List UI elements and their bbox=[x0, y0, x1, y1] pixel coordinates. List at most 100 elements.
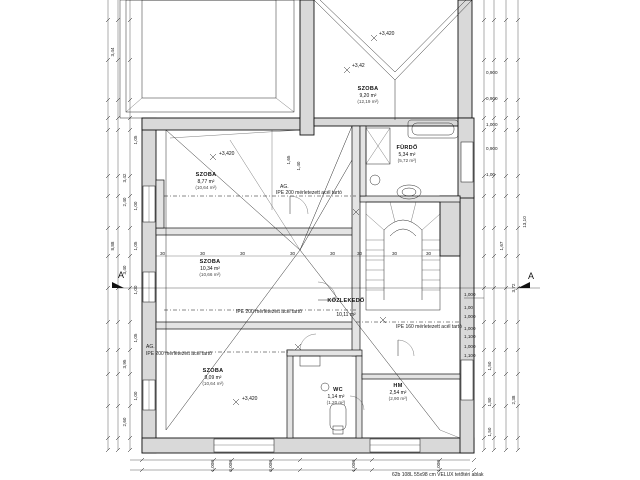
elevation-label: +3,420 bbox=[379, 31, 395, 37]
dimension-tick bbox=[481, 371, 487, 377]
dimension-tick bbox=[503, 253, 509, 259]
dimension-tick bbox=[491, 225, 497, 231]
note-beam-1: IPE 200 mérletezett acél tartó bbox=[276, 190, 342, 196]
dimension-tick bbox=[127, 435, 133, 441]
dim-right-outer: 1,50 bbox=[487, 361, 492, 370]
dim-inner: 30 bbox=[290, 251, 296, 256]
dim-left-inner: 1,00 bbox=[133, 285, 138, 294]
dimension-tick bbox=[503, 115, 509, 121]
roof-void bbox=[119, 0, 301, 119]
dimension-tick bbox=[503, 435, 509, 441]
dim-right: 0,900 bbox=[486, 146, 498, 151]
dimension-tick bbox=[115, 403, 121, 409]
dimension-tick bbox=[115, 435, 121, 441]
dimension-tick bbox=[503, 319, 509, 325]
dim-bottom: 1,000 bbox=[436, 460, 441, 472]
wall-top-block-right bbox=[457, 0, 473, 119]
room-labels: SZOBA 9,20 m² (12,19 m²) SZOBA 8,77 m² (… bbox=[195, 86, 417, 405]
dimension-tick bbox=[211, 467, 217, 473]
dimension-tick bbox=[105, 115, 111, 121]
dim-inner: 1,65 bbox=[286, 155, 291, 164]
wall-top-block-left bbox=[299, 0, 315, 136]
outer-walls bbox=[141, 0, 475, 454]
dim-bottom: 3,000 bbox=[268, 460, 273, 472]
room-furdo-name: FÜRDŐ bbox=[396, 144, 417, 151]
dimension-tick bbox=[515, 225, 521, 231]
room-hm-name: HM bbox=[393, 383, 402, 389]
dimension-tick bbox=[481, 403, 487, 409]
wall-inner-vertical bbox=[351, 125, 361, 357]
note-window: 62b 108L 55x98 cm VELUX tetőtéri ablak bbox=[392, 472, 484, 478]
room-kozlekedo-name: KÖZLEKEDŐ bbox=[327, 297, 365, 304]
dimension-tick bbox=[127, 347, 133, 353]
elevation-marker bbox=[294, 343, 302, 351]
room-furdo-area: 5,34 m² bbox=[399, 152, 416, 158]
wall-bottom bbox=[141, 437, 475, 454]
dimension-tick bbox=[481, 17, 487, 23]
dim-left-inner: 1,05 bbox=[133, 241, 138, 250]
dim-bottom: 1,000 bbox=[210, 460, 215, 472]
section-label-left: A bbox=[118, 270, 124, 280]
dimension-tick bbox=[127, 285, 133, 291]
dim-left: 3,40 bbox=[122, 265, 127, 274]
section-marker-left: A bbox=[112, 270, 124, 288]
dimension-tick bbox=[105, 319, 111, 325]
dimension-tick bbox=[481, 173, 487, 179]
room-szoba-2-area-alt: (10,66 m²) bbox=[199, 272, 221, 277]
dim-right: 1,000 bbox=[464, 292, 476, 297]
dimension-tick bbox=[471, 467, 477, 473]
dimension-tick bbox=[115, 97, 121, 103]
dimension-tick bbox=[105, 57, 111, 63]
dim-left: 3,95 bbox=[122, 359, 127, 368]
dimension-tick bbox=[481, 319, 487, 325]
dimension-tick bbox=[139, 467, 145, 473]
dimension-tick bbox=[115, 17, 121, 23]
dimension-tick bbox=[503, 97, 509, 103]
dimension-tick bbox=[229, 467, 235, 473]
dimension-tick bbox=[491, 115, 497, 121]
dimension-tick bbox=[503, 225, 509, 231]
dimension-tick bbox=[515, 97, 521, 103]
dimension-tick bbox=[491, 371, 497, 377]
dimension-tick bbox=[481, 57, 487, 63]
dimension-tick bbox=[297, 457, 303, 463]
note-beam-3: IPE 160 mérletezett acél tartó bbox=[396, 324, 462, 330]
dim-left: 3,42 bbox=[122, 173, 127, 182]
dim-inner: 30 bbox=[240, 251, 246, 256]
dimension-tick bbox=[491, 403, 497, 409]
dimension-tick bbox=[515, 435, 521, 441]
room-hm-area-alt: (2,90 m²) bbox=[389, 396, 408, 401]
room-szoba-3-area: 9,09 m² bbox=[205, 375, 222, 381]
dimension-tick bbox=[437, 457, 443, 463]
dimension-tick bbox=[105, 435, 111, 441]
shower bbox=[365, 127, 391, 165]
room-wc-area-alt: (1,20 m²) bbox=[327, 400, 346, 405]
dimension-tick bbox=[515, 347, 521, 353]
toilet-bath bbox=[369, 174, 381, 186]
dimension-tick bbox=[515, 57, 521, 63]
room-szoba-2-name: SZOBA bbox=[200, 259, 221, 265]
wc-toilet bbox=[329, 403, 347, 431]
dimension-tick bbox=[115, 193, 121, 199]
wall-wc-right bbox=[355, 355, 363, 439]
dim-right: 1,100 bbox=[464, 353, 476, 358]
room-furdo-area-alt: (5,72 m²) bbox=[398, 158, 417, 163]
section-label-right: A bbox=[528, 271, 534, 281]
dimension-tick bbox=[105, 447, 111, 453]
dimension-tick bbox=[369, 467, 375, 473]
dimension-tick bbox=[115, 371, 121, 377]
dimension-tick bbox=[481, 253, 487, 259]
dim-left-inner: 1,00 bbox=[133, 391, 138, 400]
dim-right: 1,100 bbox=[464, 334, 476, 339]
room-wc-area: 1,14 m² bbox=[328, 394, 345, 400]
room-szoba-1-name: SZOBA bbox=[196, 172, 217, 178]
elevation-markers bbox=[209, 34, 387, 406]
dimension-tick bbox=[105, 97, 111, 103]
note-ag: AG. bbox=[280, 184, 289, 190]
dimension-tick bbox=[491, 285, 497, 291]
wall-inner-2 bbox=[155, 321, 357, 330]
dimension-tick bbox=[105, 347, 111, 353]
dimension-tick bbox=[491, 193, 497, 199]
room-wc-name: WC bbox=[333, 387, 343, 393]
room-szoba-top-name: SZOBA bbox=[358, 86, 379, 92]
